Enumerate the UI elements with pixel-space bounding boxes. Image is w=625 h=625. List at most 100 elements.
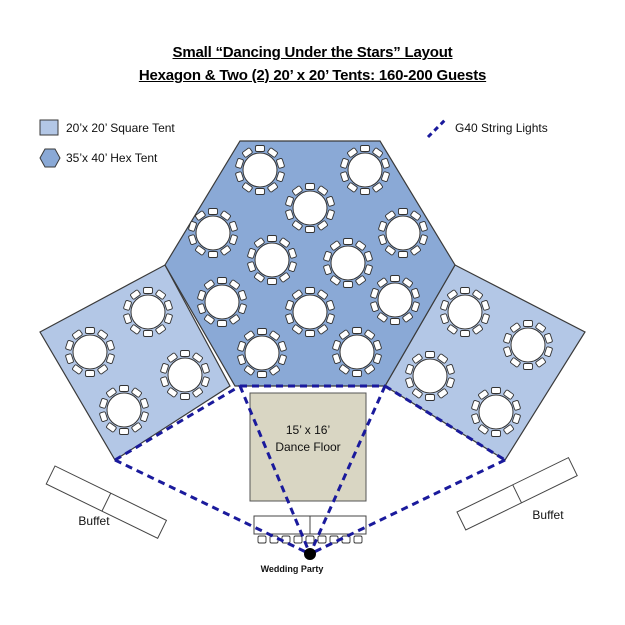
chair — [229, 221, 238, 232]
chair — [364, 329, 375, 340]
chair — [242, 147, 253, 158]
chair — [238, 290, 247, 301]
legend-string-lights: G40 String Lights — [455, 121, 548, 135]
round-table — [332, 327, 382, 377]
chair — [195, 210, 206, 221]
round-table — [160, 350, 210, 400]
chair — [437, 353, 448, 364]
chair — [192, 387, 203, 398]
chair — [390, 275, 400, 282]
chair — [143, 287, 153, 294]
round-table — [370, 275, 420, 325]
chair — [269, 365, 280, 376]
chair — [192, 352, 203, 363]
chair — [347, 182, 358, 193]
table-top — [254, 242, 290, 278]
table-top — [447, 294, 483, 330]
chair — [491, 430, 501, 437]
chair — [220, 245, 231, 256]
chair — [402, 312, 413, 323]
chair — [106, 340, 115, 351]
wedding-party-light-pole — [304, 548, 316, 560]
round-table — [471, 387, 521, 437]
chair — [143, 330, 153, 337]
chair — [130, 289, 141, 300]
head-table-chair — [293, 535, 303, 544]
chair — [257, 371, 267, 378]
chair — [326, 313, 335, 324]
chair — [481, 313, 490, 324]
chair — [99, 411, 108, 422]
chair — [229, 279, 240, 290]
chair — [355, 240, 366, 251]
chair — [385, 210, 396, 221]
chair — [472, 324, 483, 335]
table-top — [412, 358, 448, 394]
chair — [323, 264, 332, 275]
chair — [217, 320, 227, 327]
legend: 20’x 20’ Square Tent 35’x 40’ Hex Tent G… — [39, 117, 548, 168]
chair — [503, 346, 512, 357]
chair — [378, 221, 387, 232]
round-table — [405, 351, 455, 401]
chair — [460, 287, 470, 294]
chair — [478, 389, 489, 400]
chair — [510, 322, 521, 333]
chair — [119, 385, 129, 392]
chair — [247, 261, 256, 272]
chair — [503, 389, 514, 400]
table-top — [292, 190, 328, 226]
table-top — [72, 334, 108, 370]
chair — [347, 147, 358, 158]
chair — [292, 185, 303, 196]
chair — [385, 245, 396, 256]
chair — [131, 387, 142, 398]
chair — [373, 353, 382, 364]
buffet-table-left — [45, 465, 168, 540]
chair — [364, 251, 373, 262]
buffet-table-right — [456, 456, 578, 531]
round-table — [285, 287, 335, 337]
chair — [255, 188, 265, 195]
chair — [160, 363, 169, 374]
chair — [204, 314, 215, 325]
chair — [332, 353, 341, 364]
head-table-chair — [317, 535, 327, 544]
round-table — [65, 327, 115, 377]
chair — [440, 300, 449, 311]
chair — [197, 290, 206, 301]
chair — [267, 278, 277, 285]
chair — [317, 220, 328, 231]
string-lights — [114, 384, 506, 556]
chair — [523, 363, 533, 370]
head-table — [253, 515, 367, 544]
chair — [411, 301, 420, 312]
chair — [478, 424, 489, 435]
chair — [410, 245, 421, 256]
chair — [446, 377, 455, 388]
buffet-left-label: Buffet — [78, 514, 110, 528]
table-top — [204, 284, 240, 320]
chair — [123, 313, 132, 324]
string-light-run — [114, 384, 241, 462]
chair — [412, 353, 423, 364]
chair — [364, 364, 375, 375]
dance-floor-size: 15’ x 16’ — [286, 423, 330, 437]
chair — [244, 330, 255, 341]
round-table — [247, 235, 297, 285]
string-light-run — [114, 458, 311, 556]
chair — [208, 251, 218, 258]
chair — [131, 422, 142, 433]
chair — [155, 324, 166, 335]
chair — [370, 288, 379, 299]
chair — [85, 370, 95, 377]
chair — [481, 300, 490, 311]
chair — [288, 248, 297, 259]
chair — [72, 364, 83, 375]
chair — [447, 289, 458, 300]
chair — [402, 277, 413, 288]
chair — [217, 277, 227, 284]
chair — [332, 340, 341, 351]
table-top — [347, 152, 383, 188]
chair — [119, 428, 129, 435]
